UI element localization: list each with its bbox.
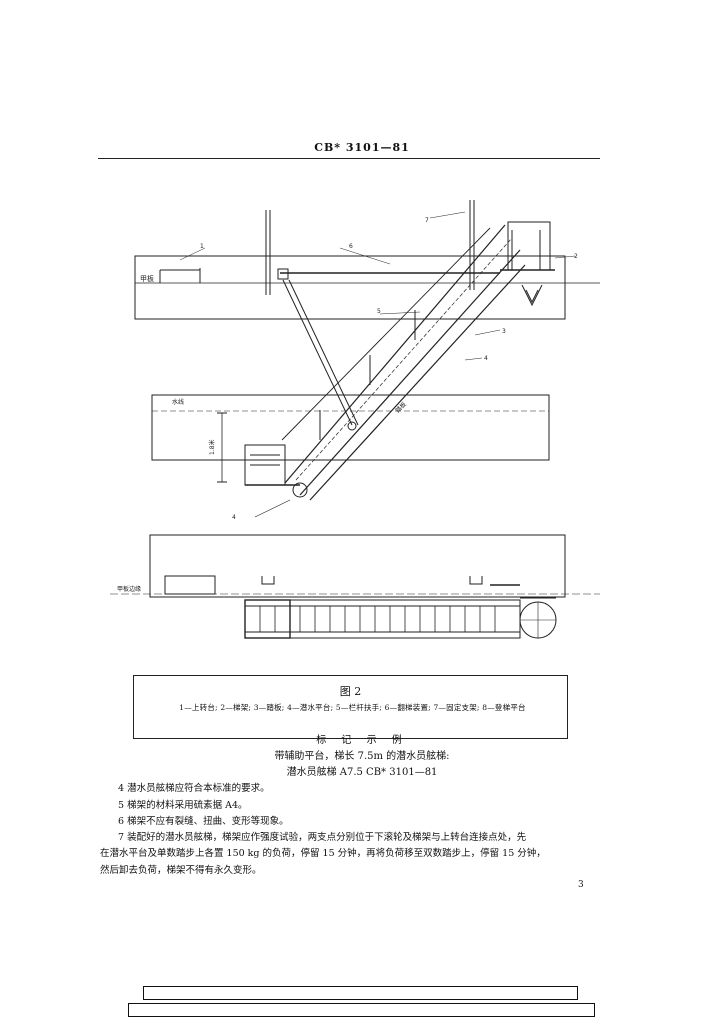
example-designation: 潜水员舷梯 A7.5 CB* 3101—81: [286, 767, 438, 778]
clause-7: 7 装配好的潜水员舷梯，梯架应作强度试验，两支点分别位于下滚轮及梯架与上转台连接…: [118, 832, 527, 843]
ladder-text-label: 踏板: [394, 400, 408, 414]
clause-7-continued: 在潜水平台及单数踏步上各置 150 kg 的负荷，停留 15 分钟，再将负荷移至…: [100, 848, 546, 859]
callout-3: 4: [484, 355, 488, 362]
waterline-label: 水线: [172, 398, 184, 406]
figure-caption-box: [133, 675, 568, 739]
clause-4: 4 潜水员舷梯应符合本标准的要求。: [118, 783, 270, 794]
callout-6: 6: [349, 243, 353, 250]
callout-5: 5: [377, 308, 381, 315]
callout-7: 7: [425, 217, 429, 224]
deck-label: 甲板: [140, 274, 154, 283]
figure-caption-title: 图 2: [339, 685, 362, 698]
page-number: 3: [578, 880, 584, 890]
footer-box-lower: [128, 1003, 595, 1017]
ladder-technical-drawing: 甲板 水线 踏板 1.8米 1 2: [110, 200, 600, 639]
callout-4: 1: [200, 243, 204, 250]
header-rule: [98, 158, 600, 159]
plan-view-frame: [149, 534, 566, 598]
callout-1: 2: [574, 253, 578, 260]
deck-edge-label: 甲板边缘: [117, 585, 141, 593]
example-description: 带辅助平台，梯长 7.5m 的潜水员舷梯:: [274, 751, 450, 762]
clause-5: 5 梯架的材料采用硫素据 A4。: [118, 800, 248, 811]
plan-ladder-rungs: [259, 606, 496, 632]
footer-box-upper: [143, 986, 578, 1000]
example-heading: 标 记 示 例: [316, 735, 408, 746]
clause-7-end: 然后卸去负荷，梯架不得有永久变形。: [100, 865, 262, 876]
callout-2: 3: [502, 328, 506, 335]
standard-code-header: CB* 3101—81: [314, 141, 410, 154]
waterline-frame: [151, 394, 550, 461]
clause-6: 6 梯架不应有裂缝、扭曲、变形等现象。: [118, 816, 289, 827]
figure-caption-legend: 1—上转台; 2—梯架; 3—踏板; 4—潜水平台; 5—栏杆扶手; 6—翻梯装…: [179, 703, 526, 712]
deck-frame: [134, 255, 566, 320]
callout-4-lower: 4: [232, 514, 236, 521]
depth-label: 1.8米: [208, 439, 216, 455]
